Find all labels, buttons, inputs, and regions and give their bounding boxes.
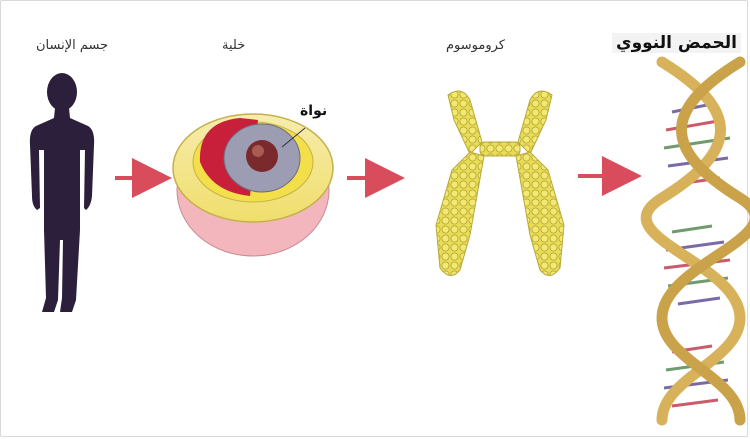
label-nucleus: نواة bbox=[300, 103, 327, 119]
label-human-body: جسم الإنسان bbox=[36, 38, 108, 53]
cell-illustration bbox=[173, 114, 333, 256]
label-dna: الحمض النووي bbox=[612, 33, 741, 53]
chromosome-illustration bbox=[436, 91, 564, 276]
human-body-silhouette bbox=[30, 73, 94, 312]
label-chromosome: كروموسوم bbox=[446, 38, 505, 53]
label-cell: خلية bbox=[222, 38, 245, 53]
dna-helix-illustration bbox=[646, 62, 750, 420]
